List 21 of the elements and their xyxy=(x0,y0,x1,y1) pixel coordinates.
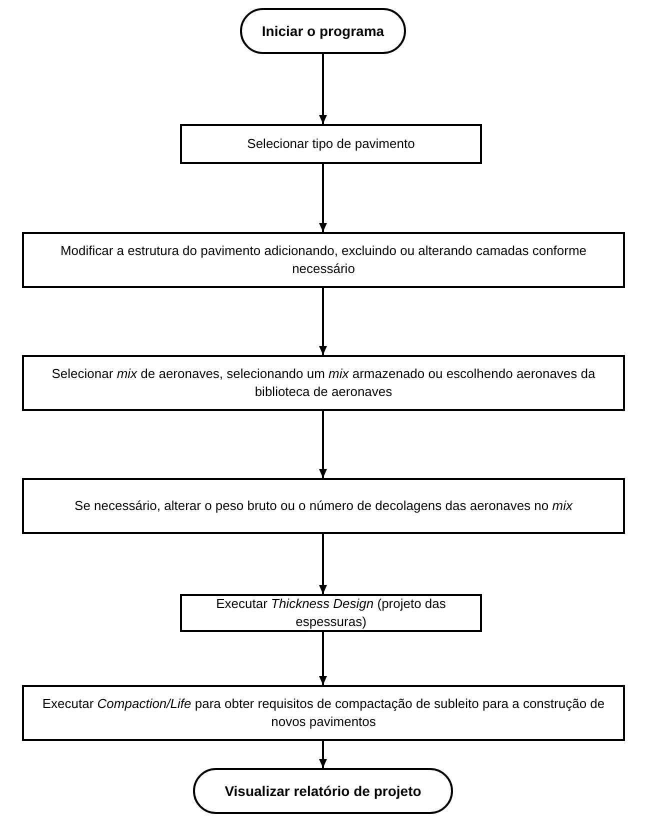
node-text: Executar Thickness Design (projeto das espessuras) xyxy=(215,595,447,631)
node-text: Se necessário, alterar o peso bruto ou o número de decolagens das aeronaves no mix xyxy=(74,497,572,515)
node-text: Visualizar relatório de projeto xyxy=(224,782,422,800)
node-text: Executar Compaction/Life para obter requisitos de compactação de subleito para a construção de novos pavimentos xyxy=(41,695,606,731)
node-text: Modificar a estrutura do pavimento adicionando, excluindo ou alterando camadas conforme necessário xyxy=(59,242,588,278)
node-text: Selecionar tipo de pavimento xyxy=(247,135,415,153)
arrow xyxy=(319,288,327,355)
process-box xyxy=(180,124,482,164)
process-box xyxy=(22,232,625,288)
process-box xyxy=(22,355,625,411)
process-box xyxy=(22,478,625,534)
arrow xyxy=(319,741,327,768)
node-text: Iniciar o programa xyxy=(262,22,384,40)
arrow xyxy=(319,534,327,594)
node-text: Selecionar mix de aeronaves, selecionando um mix armazenado ou escolhendo aeronaves da biblioteca de aeronaves xyxy=(50,365,596,401)
arrow xyxy=(319,411,327,478)
process-box xyxy=(180,594,482,632)
arrow xyxy=(319,54,327,124)
arrow xyxy=(319,632,327,685)
process-box xyxy=(22,685,625,741)
arrow xyxy=(319,164,327,232)
